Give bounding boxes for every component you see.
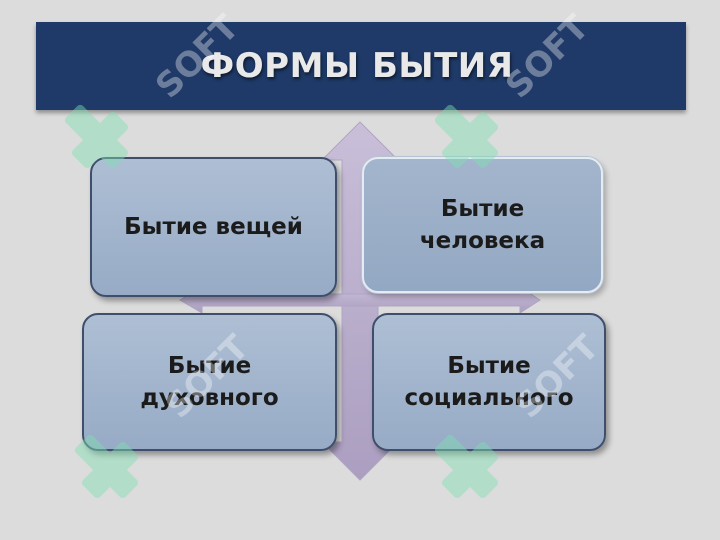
box-being-of-spiritual: Бытие духовного (82, 313, 337, 451)
box-being-of-human: Бытие человека (362, 157, 603, 293)
box-being-of-social-label: Бытие социального (404, 353, 574, 411)
box-being-of-things: Бытие вещей (90, 157, 337, 297)
box-being-of-spiritual-label: Бытие духовного (140, 353, 279, 411)
box-being-of-things-label: Бытие вещей (124, 214, 303, 240)
page-title: ФОРМЫ БЫТИЯ (200, 46, 514, 86)
title-banner: ФОРМЫ БЫТИЯ (36, 22, 686, 110)
box-being-of-human-label: Бытие человека (419, 196, 546, 254)
box-being-of-social: Бытие социального (372, 313, 606, 451)
